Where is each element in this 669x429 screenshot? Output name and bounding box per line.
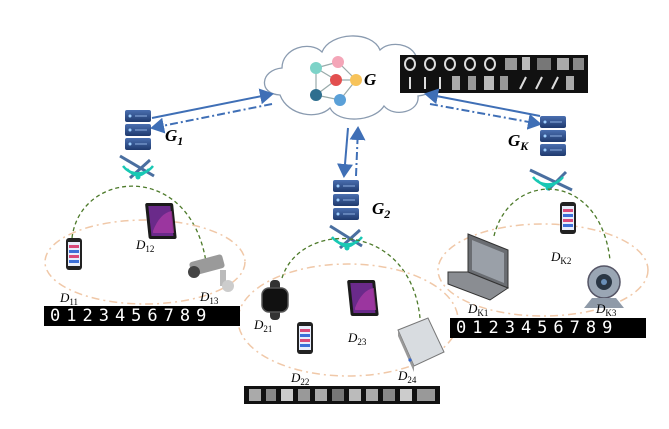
edge-server-icon	[539, 115, 567, 157]
device-label-d22: D22	[291, 370, 310, 387]
uplink-arrows	[150, 88, 542, 178]
dataset-thumbnail-grid	[400, 55, 588, 93]
smartphone-icon	[560, 202, 576, 234]
smartwatch-icon	[261, 280, 289, 320]
security-camera-icon	[188, 254, 234, 292]
router-icon	[397, 317, 445, 372]
mnist-digits-right: 0123456789	[450, 318, 646, 338]
edge-server-icon	[124, 109, 152, 151]
tablet-icon	[347, 280, 379, 316]
device-label-dk2: DK2	[551, 249, 572, 266]
device-label-d24: D24	[398, 368, 417, 385]
smartphone-icon	[66, 238, 82, 270]
tablet-icon	[145, 203, 177, 239]
neural-network-icon	[310, 56, 362, 106]
edge-server-label-1: G1	[165, 126, 184, 148]
device-label-d12: D12	[136, 237, 155, 254]
device-label-d13: D13	[200, 289, 219, 306]
device-label-d11: D11	[60, 290, 79, 307]
smartphone-icon	[297, 322, 313, 354]
device-label-dk3: DK3	[596, 301, 617, 318]
edge-server-label-k: GK	[508, 131, 529, 153]
global-model-label: G	[364, 70, 377, 89]
dataset-thumbnail-strip	[244, 386, 440, 404]
device-label-dk1: DK1	[468, 301, 489, 318]
connection-arcs	[71, 185, 611, 319]
mnist-digits-left: 0123456789	[44, 306, 240, 326]
edge-server-label-2: G2	[372, 199, 391, 221]
device-label-d23: D23	[348, 330, 367, 347]
device-label-d21: D21	[254, 317, 273, 334]
webcam-icon	[584, 265, 624, 308]
laptop-icon	[447, 233, 510, 301]
edge-server-icon	[332, 179, 360, 221]
